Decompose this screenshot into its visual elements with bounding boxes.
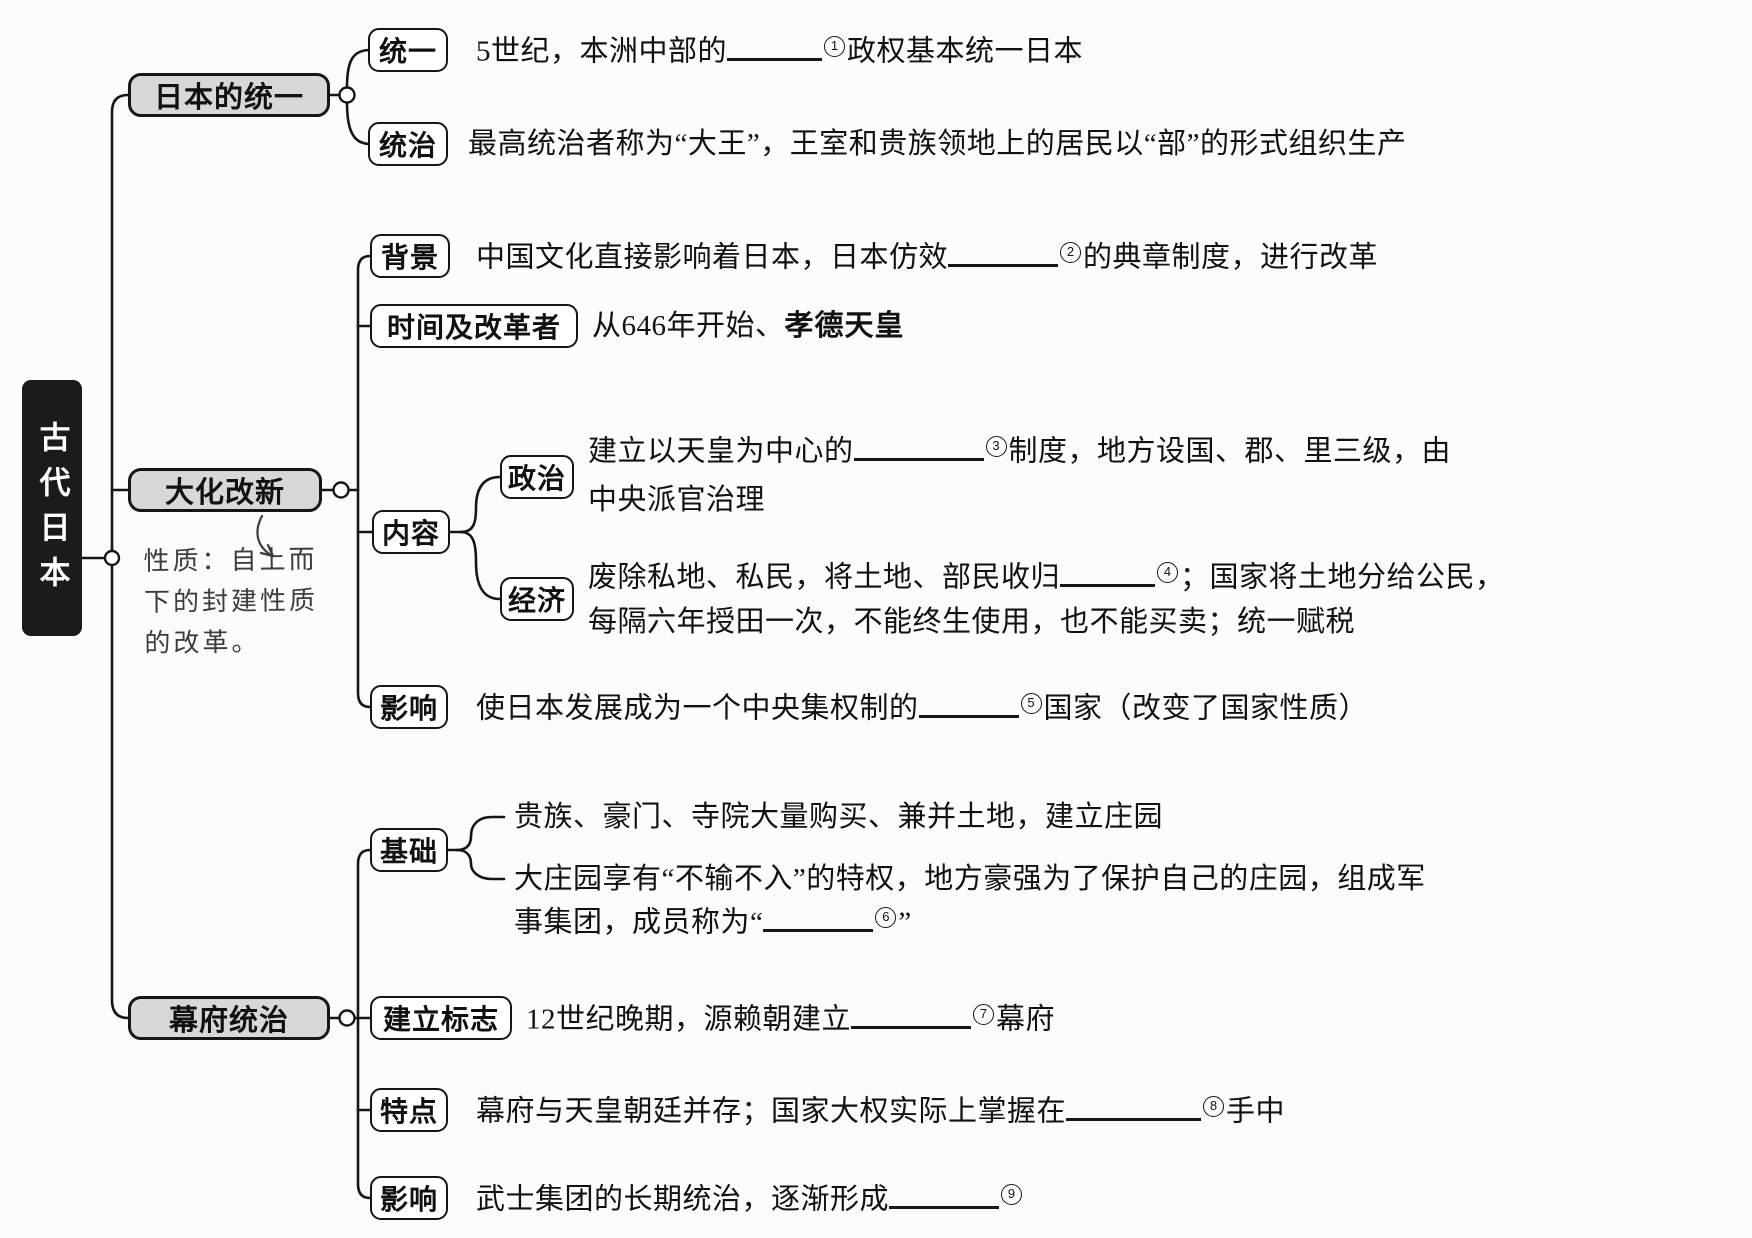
- circled-number-6: 6: [875, 906, 897, 928]
- branch-label: 日本的统一: [153, 82, 304, 114]
- text-segment: 贵族、豪门、寺院大量购买、兼并土地，建立庄园: [514, 801, 1164, 833]
- circled-number-9: 9: [1001, 1183, 1023, 1205]
- node-label: 基础: [379, 836, 438, 867]
- branch-node-japan-unification: 日本的统一: [128, 73, 330, 117]
- text-segment: 手中: [1226, 1095, 1286, 1128]
- junction-circle-branch1: [338, 86, 356, 104]
- text-segment: 事集团，成员称为“: [514, 906, 764, 939]
- label-node-content: 内容: [372, 510, 450, 554]
- text-segment: 从646年开始、: [592, 310, 785, 342]
- note-line: 性质：自上而: [143, 544, 318, 576]
- text-segment: 使日本发展成为一个中央集权制的: [476, 692, 919, 725]
- text-economy-line2: 每隔六年授田一次，不能终生使用，也不能买卖；统一赋税: [588, 602, 1355, 642]
- text-segment: 幕府与天皇朝廷并存；国家大权实际上掌握在: [476, 1095, 1067, 1128]
- text-economy-line1: 废除私地、私民，将土地、部民收归 4；国家将土地分给公民，: [588, 556, 1505, 598]
- label-node-unify: 统一: [368, 28, 448, 72]
- text-time-reformer: 从646年开始、孝德天皇: [592, 306, 905, 346]
- circled-number-2: 2: [1060, 241, 1082, 263]
- node-label: 政治: [507, 463, 566, 494]
- fill-in-blank: [763, 901, 874, 932]
- node-label: 统治: [378, 130, 437, 161]
- label-node-basis: 基础: [370, 828, 448, 872]
- node-label: 时间及改革者: [386, 312, 561, 343]
- handwritten-note: 性质：自上而 下的封建性质 的改革。: [143, 539, 318, 664]
- branch-node-taika-reform: 大化改新: [128, 468, 322, 512]
- root-node-ancient-japan: 古代日本: [22, 380, 82, 636]
- text-segment: 武士集团的长期统治，逐渐形成: [476, 1183, 890, 1216]
- text-segment: 建立以天皇为中心的: [588, 435, 854, 468]
- fill-in-blank: [851, 998, 972, 1029]
- junction-circle-branch3: [338, 1009, 356, 1027]
- text-segment: 12世纪晚期，源赖朝建立: [526, 1003, 852, 1036]
- circled-number-4: 4: [1157, 561, 1179, 583]
- text-segment-bold: 孝德天皇: [784, 310, 905, 342]
- node-label: 内容: [381, 518, 440, 549]
- branch-node-shogunate: 幕府统治: [128, 996, 330, 1040]
- node-label: 背景: [380, 242, 439, 273]
- text-segment: 中央派官治理: [588, 484, 766, 516]
- circled-number-8: 8: [1203, 1095, 1225, 1117]
- branch-label: 大化改新: [164, 477, 285, 509]
- text-segment: 幕府: [996, 1003, 1056, 1036]
- circled-number-1: 1: [824, 35, 846, 57]
- label-node-time-reformer: 时间及改革者: [370, 304, 578, 348]
- note-line: 的改革。: [144, 626, 261, 658]
- text-rule: 最高统治者称为“大王”，王室和贵族领地上的居民以“部”的形式组织生产: [468, 124, 1407, 164]
- label-node-feature: 特点: [370, 1088, 448, 1132]
- circled-number-3: 3: [985, 435, 1007, 457]
- text-segment: 政权基本统一日本: [847, 35, 1084, 68]
- fill-in-blank: [889, 1178, 1000, 1209]
- text-politics-line2: 中央派官治理: [588, 480, 765, 520]
- label-node-impact-taika: 影响: [370, 685, 448, 729]
- label-node-economy: 经济: [500, 577, 574, 621]
- text-segment: 5世纪，本洲中部的: [476, 35, 728, 68]
- junction-circle-branch2: [332, 481, 350, 499]
- junction-circle-root: [103, 549, 121, 567]
- text-segment: 每隔六年授田一次，不能终生使用，也不能买卖；统一赋税: [588, 606, 1356, 638]
- label-node-politics: 政治: [500, 455, 574, 499]
- fill-in-blank: [1060, 556, 1156, 587]
- text-segment: 大庄园享有“不输不入”的特权，地方豪强为了保护自己的庄园，组成军: [514, 863, 1426, 895]
- fill-in-blank: [918, 687, 1019, 718]
- text-segment: 制度，地方设国、郡、里三级，由: [1008, 435, 1452, 468]
- text-segment: ”: [898, 906, 912, 939]
- circled-number-7: 7: [973, 1003, 995, 1025]
- label-node-rule: 统治: [368, 122, 448, 166]
- branch-label: 幕府统治: [168, 1005, 289, 1037]
- note-line: 下的封建性质: [143, 585, 319, 617]
- circled-number-5: 5: [1020, 692, 1042, 714]
- node-label: 经济: [507, 585, 566, 616]
- node-label: 影响: [379, 693, 438, 724]
- text-segment: 国家（改变了国家性质）: [1043, 692, 1369, 725]
- text-segment: 最高统治者称为“大王”，王室和贵族领地上的居民以“部”的形式组织生产: [468, 128, 1407, 160]
- fill-in-blank: [727, 30, 823, 61]
- node-label: 影响: [379, 1184, 438, 1215]
- text-basis-line-a: 贵族、豪门、寺院大量购买、兼并土地，建立庄园: [514, 797, 1163, 837]
- text-impact-shogunate: 武士集团的长期统治，逐渐形成 9: [476, 1178, 1024, 1220]
- node-label: 特点: [379, 1096, 438, 1127]
- text-segment: 废除私地、私民，将土地、部民收归: [588, 561, 1061, 594]
- text-basis-line-b2: 事集团，成员称为“ 6”: [514, 901, 912, 943]
- label-node-founding-mark: 建立标志: [370, 996, 512, 1040]
- fill-in-blank: [1066, 1090, 1202, 1121]
- fill-in-blank: [948, 236, 1059, 267]
- text-basis-line-b1: 大庄园享有“不输不入”的特权，地方豪强为了保护自己的庄园，组成军: [514, 859, 1426, 899]
- text-segment: 的典章制度，进行改革: [1083, 241, 1379, 274]
- handwritten-arrow: [256, 514, 273, 557]
- root-label: 古代日本: [34, 421, 70, 601]
- fill-in-blank: [853, 430, 984, 461]
- label-node-impact-shogunate: 影响: [370, 1176, 448, 1220]
- node-label: 统一: [378, 36, 437, 67]
- text-segment: ；国家将土地分给公民，: [1180, 561, 1505, 594]
- text-segment: 中国文化直接影响着日本，日本仿效: [476, 241, 949, 274]
- label-node-background: 背景: [370, 234, 450, 278]
- node-label: 建立标志: [382, 1004, 499, 1035]
